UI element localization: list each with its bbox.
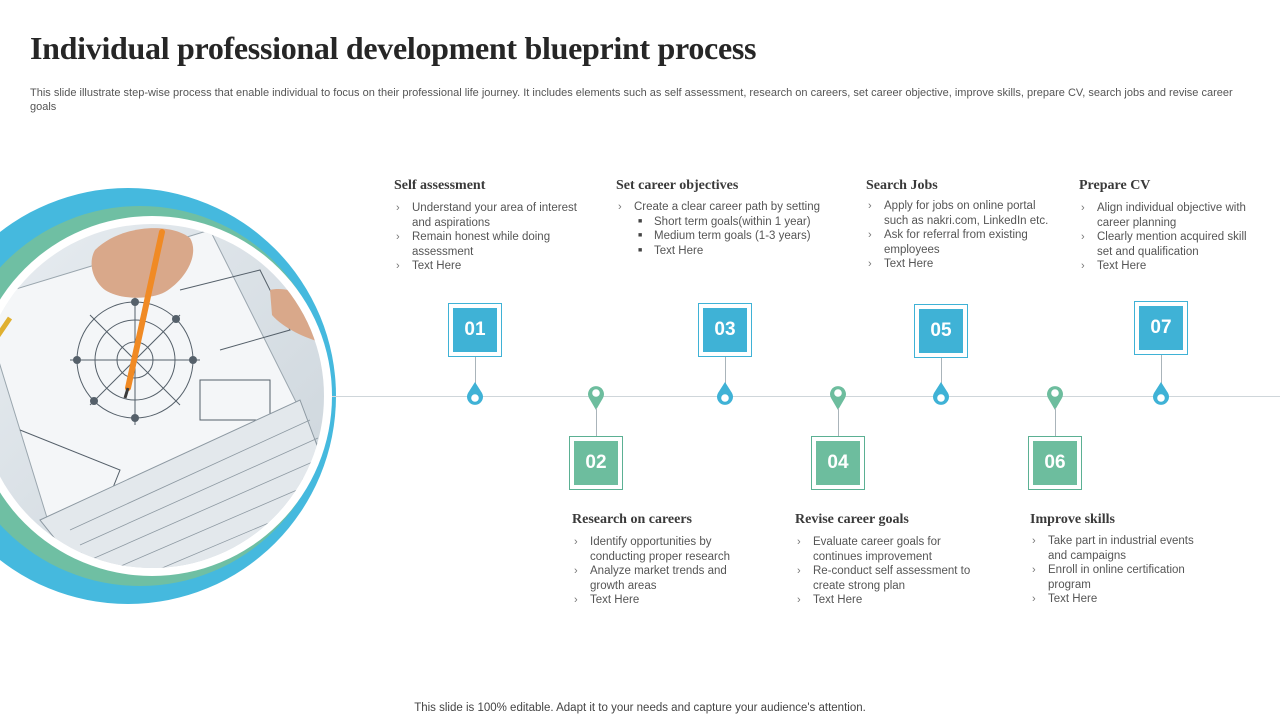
step-number: 04 (816, 441, 860, 485)
step-title: Prepare CV (1079, 178, 1151, 193)
step-number-box: 03 (698, 303, 752, 357)
bullet-item: Analyze market trends and growth areas (572, 564, 747, 593)
step-number-box: 04 (811, 436, 865, 490)
bullet-item: Text Here (394, 259, 599, 274)
page-subtitle: This slide illustrate step-wise process … (30, 87, 1233, 113)
step-number: 03 (703, 308, 747, 352)
step-number: 06 (1033, 441, 1077, 485)
footer-note: This slide is 100% editable. Adapt it to… (0, 702, 1280, 714)
bullet-item: Ask for referral from existing employees (866, 228, 1051, 257)
step-bullets: Understand your area of interest and asp… (394, 201, 599, 274)
map-pin-icon (830, 386, 846, 410)
step-bullets: Evaluate career goals for continues impr… (795, 535, 990, 608)
step-bullets: Create a clear career path by setting Sh… (616, 200, 846, 258)
step-stem (838, 408, 839, 436)
bullet-item: Text Here (866, 257, 1051, 272)
map-pin-icon (1047, 386, 1063, 410)
bullet-item: Clearly mention acquired skill set and q… (1079, 230, 1264, 259)
map-pin-icon (588, 386, 604, 410)
step-title: Revise career goals (795, 512, 909, 527)
step-bullets: Apply for jobs on online portal such as … (866, 199, 1051, 272)
step-number-box: 06 (1028, 436, 1082, 490)
bullet-item: Take part in industrial events and campa… (1030, 534, 1210, 563)
bullet-item: Apply for jobs on online portal such as … (866, 199, 1051, 228)
step-stem (941, 358, 942, 385)
step-stem (1055, 408, 1056, 436)
step-stem (725, 357, 726, 385)
footer-text: This slide is 100% editable. Adapt it to… (414, 702, 866, 714)
step-number: 02 (574, 441, 618, 485)
step-number-box: 02 (569, 436, 623, 490)
sub-bullet-item: Medium term goals (1-3 years) (616, 229, 846, 244)
map-pin-icon (467, 382, 483, 405)
bullet-item: Create a clear career path by setting (616, 200, 846, 215)
step-title: Research on careers (572, 512, 692, 527)
step-title: Search Jobs (866, 178, 938, 193)
blueprint-photo (0, 0, 340, 720)
bullet-item: Re-conduct self assessment to create str… (795, 564, 990, 593)
step-stem (475, 357, 476, 385)
bullet-item: Text Here (795, 593, 990, 608)
timeline-line (332, 396, 1280, 397)
bullet-item: Understand your area of interest and asp… (394, 201, 599, 230)
step-bullets: Align individual objective with career p… (1079, 201, 1264, 274)
bullet-item: Identify opportunities by conducting pro… (572, 535, 747, 564)
map-pin-icon (933, 382, 949, 405)
step-number-box: 01 (448, 303, 502, 357)
sub-bullet-item: Short term goals(within 1 year) (616, 215, 846, 230)
step-stem (1161, 355, 1162, 385)
step-number-box: 05 (914, 304, 968, 358)
step-number: 07 (1139, 306, 1183, 350)
step-title: Set career objectives (616, 178, 739, 193)
bullet-item: Evaluate career goals for continues impr… (795, 535, 990, 564)
map-pin-icon (717, 382, 733, 405)
step-bullets: Identify opportunities by conducting pro… (572, 535, 747, 608)
page-title: Individual professional development blue… (30, 30, 757, 66)
step-stem (596, 408, 597, 436)
step-title: Self assessment (394, 178, 486, 193)
step-title: Improve skills (1030, 512, 1115, 527)
bullet-item: Text Here (1079, 259, 1264, 274)
step-number: 05 (919, 309, 963, 353)
step-number: 01 (453, 308, 497, 352)
bullet-item: Text Here (572, 593, 747, 608)
step-number-box: 07 (1134, 301, 1188, 355)
bullet-item: Enroll in online certification program (1030, 563, 1210, 592)
bullet-item: Text Here (1030, 592, 1210, 607)
map-pin-icon (1153, 382, 1169, 405)
step-bullets: Take part in industrial events and campa… (1030, 534, 1210, 607)
sub-bullet-item: Text Here (616, 244, 846, 259)
bullet-item: Remain honest while doing assessment (394, 230, 599, 259)
bullet-item: Align individual objective with career p… (1079, 201, 1264, 230)
